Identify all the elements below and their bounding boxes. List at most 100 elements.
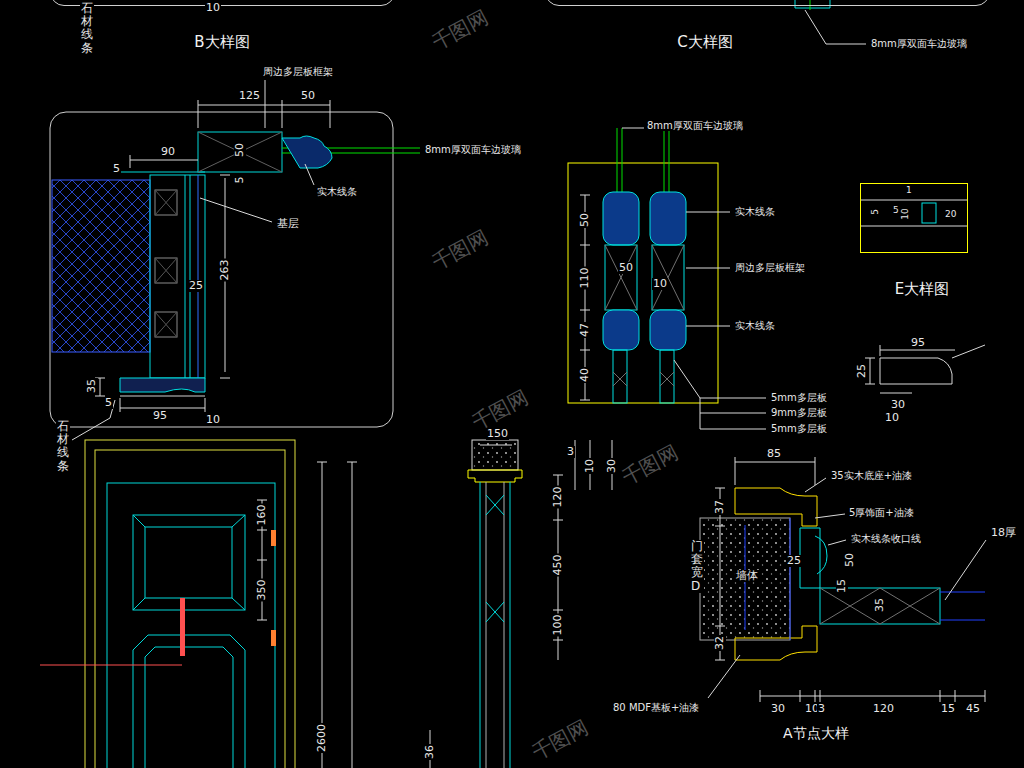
door-elevation-part [180,598,185,656]
b-detail-part [185,175,186,378]
annotation-text: 5mm多层板 [770,392,828,403]
detail-title: B大样图 [192,33,251,51]
dimension-number: 25 [188,280,204,292]
b-detail-part [265,80,266,128]
c-detail-part [613,372,674,386]
watermark: 千图网 [427,6,492,55]
dimension-number: 90 [160,146,176,158]
a-node-detail-part [945,540,986,600]
dimension-number: 40 [579,367,591,383]
dimension-number: 50 [234,142,246,158]
a-node-detail-part [760,690,985,702]
b-detail-part [155,190,177,215]
dimension-number: 35 [86,378,98,394]
b-detail-part [198,100,330,128]
c-detail-part [686,212,730,326]
a-node-detail-part [790,518,791,640]
b-detail-part [305,164,314,185]
door-section [430,440,612,768]
annotation-text: 8mm厚双面车边玻璃 [646,120,744,131]
door-section-part [480,445,512,446]
door-elevation-part [133,635,245,768]
b-detail-part [50,112,393,427]
b-detail-part [155,190,177,215]
b-detail-part [198,175,199,378]
a-node-detail [700,457,986,702]
a-node-detail-part [815,514,845,518]
b-detail [50,80,420,440]
annotation-text: 80 MDF基板+油漆 [612,702,700,713]
dimension-number: 5 [104,397,113,409]
dimension-number: 20 [944,210,957,220]
detail-frame: B大样图 [50,0,395,55]
b-detail-part [198,132,282,172]
dimension-number: 37 [714,499,726,515]
b-detail-part [155,258,177,283]
door-elevation-part [133,515,245,610]
dimension-number: 5 [112,163,121,175]
door-elevation-part [271,530,276,546]
dimension-number: 47 [579,322,591,338]
dimension-number: 10 [901,207,911,220]
c-detail-part [669,128,670,192]
detail-title: E大样图 [893,280,951,298]
watermark: 千图网 [617,441,682,490]
c-detail-part [617,128,618,192]
dimension-number: 50 [618,262,634,274]
door-section-part [486,495,504,622]
frame-outline [50,0,395,6]
dimension-number: 95 [910,337,926,349]
c-detail-part [652,245,684,310]
dimension-number: 32 [714,635,726,651]
a-node-detail-part [708,655,740,698]
door-elevation-part [40,665,182,666]
dimension-number: 25 [786,555,802,567]
c-detail-part [664,128,665,192]
door-elevation-part [85,440,295,768]
e-detail-part [880,358,952,384]
annotation-text: 实木线条收口线 [850,533,922,544]
door-elevation-part [133,515,245,610]
b-detail-part [52,180,150,352]
door-section-part [472,440,518,470]
c-detail-part [650,192,686,245]
b-detail-part [155,312,177,337]
watermark: 千图网 [527,716,592,765]
top-frame-details [795,0,866,44]
annotation-text: 石材线条 [56,420,70,473]
watermark: 千图网 [467,386,532,435]
detail-frame: E大样图 [858,182,970,302]
door-elevation-part [271,630,276,646]
annotation-text: 35实木底座+油漆 [830,470,913,481]
door-section-part [468,470,522,482]
dimension-number: 35 [874,597,886,613]
frame-outline [545,0,990,6]
dimension-number: 50 [579,212,591,228]
b-detail-part [120,378,205,392]
annotation-text: 18厚 [990,527,1017,539]
dimension-number: 263 [219,259,231,282]
dimension-number: 45 [965,703,981,715]
dimension-number: 95 [152,410,168,422]
door-elevation [40,440,357,768]
a-node-detail-part [940,620,985,621]
c-detail-part [650,310,686,350]
b-detail-part [155,258,177,283]
top-frame-details-part [795,0,830,8]
b-detail-part [150,175,205,378]
c-detail-part [660,350,674,403]
top-frame-details-part [805,10,866,44]
c-detail-part [568,163,718,403]
door-section-part [480,482,481,768]
door-section-part [504,482,505,768]
dimension-number: 110 [579,267,591,290]
dimension-number: 10 [205,2,221,14]
e-detail-part [922,203,936,223]
annotation-text: 实木线条 [734,206,776,217]
annotation-text: 周边多层板框架 [734,262,806,273]
a-node-detail-part [940,592,985,593]
dimension-number: 25 [856,363,868,379]
annotation-text: 周边多层板框架 [262,66,334,77]
a-node-detail-part [735,488,817,526]
